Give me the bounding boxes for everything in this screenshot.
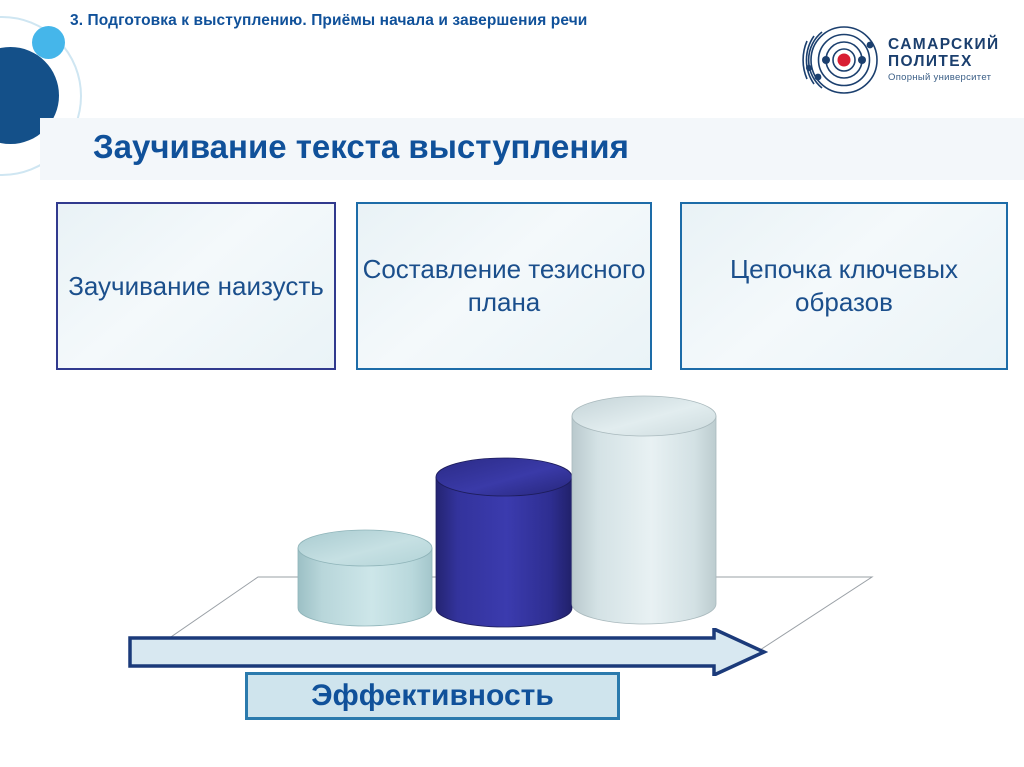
method-box-label: Заучивание наизусть — [68, 270, 324, 301]
logo-wordmark: САМАРСКИЙ ПОЛИТЕХ Опорный университет — [888, 36, 1000, 83]
method-box-label: Составление тезисного плана — [362, 254, 646, 317]
orbit-emblem-icon — [802, 26, 878, 94]
logo-line-1: САМАРСКИЙ — [888, 36, 1000, 53]
logo-line-2: ПОЛИТЕХ — [888, 53, 973, 70]
efficiency-3d-chart — [0, 372, 1024, 672]
efficiency-label: Эффективность — [245, 672, 620, 720]
method-box-memorize[interactable]: Заучивание наизусть — [56, 202, 336, 370]
logo-tagline: Опорный университет — [888, 72, 992, 83]
emblem-center-dot — [837, 53, 851, 67]
growth-arrow — [128, 626, 769, 678]
chart-cylinder-3 — [571, 395, 717, 625]
title-band — [40, 118, 1024, 180]
page-title: Заучивание текста выступления — [93, 128, 629, 165]
method-box-image-chain[interactable]: Цепочка ключевых образов — [680, 202, 1008, 370]
methods-row: Заучивание наизусть Составление тезисног… — [0, 202, 1024, 374]
chart-cylinder-1 — [297, 529, 433, 627]
method-box-label: Цепочка ключевых образов — [729, 254, 959, 317]
method-box-thesis-plan[interactable]: Составление тезисного плана — [356, 202, 652, 370]
chart-svg — [150, 395, 874, 651]
university-logo: САМАРСКИЙ ПОЛИТЕХ Опорный университет — [800, 20, 1016, 102]
decorative-small-circle — [32, 26, 65, 59]
slide-kicker: 3. Подготовка к выступлению. Приёмы нача… — [70, 12, 588, 29]
arrow-icon — [128, 626, 769, 678]
efficiency-label-text: Эффективность — [311, 679, 554, 712]
chart-cylinder-2 — [435, 457, 573, 628]
